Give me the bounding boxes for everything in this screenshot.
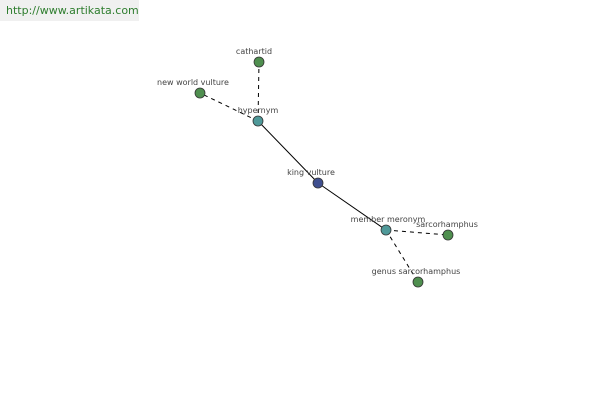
nodes-layer — [194, 56, 454, 288]
edge-hypernym-to-new-world-vulture — [199, 92, 259, 122]
node-cathartid[interactable] — [253, 56, 265, 68]
labels-layer: king vulture hypernym member meronym cathar… — [157, 47, 478, 276]
node-label-cathartid[interactable]: cathartid — [236, 47, 272, 56]
edge-king-vulture-to-hypernym — [257, 120, 319, 184]
site-url-watermark[interactable]: http://www.artikata.com — [0, 0, 139, 21]
node-member-meronym[interactable] — [380, 224, 392, 236]
node-new-world-vulture[interactable] — [194, 87, 206, 99]
edge-member-meronym-to-genus-sarcorhamphus — [385, 229, 419, 283]
node-king-vulture[interactable] — [312, 177, 324, 189]
node-genus-sarcorhamphus[interactable] — [412, 276, 424, 288]
edge-hypernym-to-cathartid — [257, 61, 260, 122]
edge-king-vulture-to-member-meronym — [317, 182, 387, 231]
node-label-king-vulture[interactable]: king vulture — [287, 168, 335, 177]
edges-layer — [199, 61, 449, 283]
node-label-member-meronym[interactable]: member meronym — [351, 215, 426, 224]
node-sarcorhamphus[interactable] — [442, 229, 454, 241]
node-label-sarcorhamphus[interactable]: sarcorhamphus — [416, 220, 478, 229]
node-hypernym[interactable] — [252, 115, 264, 127]
node-label-new-world-vulture[interactable]: new world vulture — [157, 78, 229, 87]
node-label-genus-sarcorhamphus[interactable]: genus sarcorhamphus — [372, 267, 461, 276]
node-label-hypernym[interactable]: hypernym — [238, 106, 279, 115]
edge-member-meronym-to-sarcorhamphus — [385, 229, 449, 236]
